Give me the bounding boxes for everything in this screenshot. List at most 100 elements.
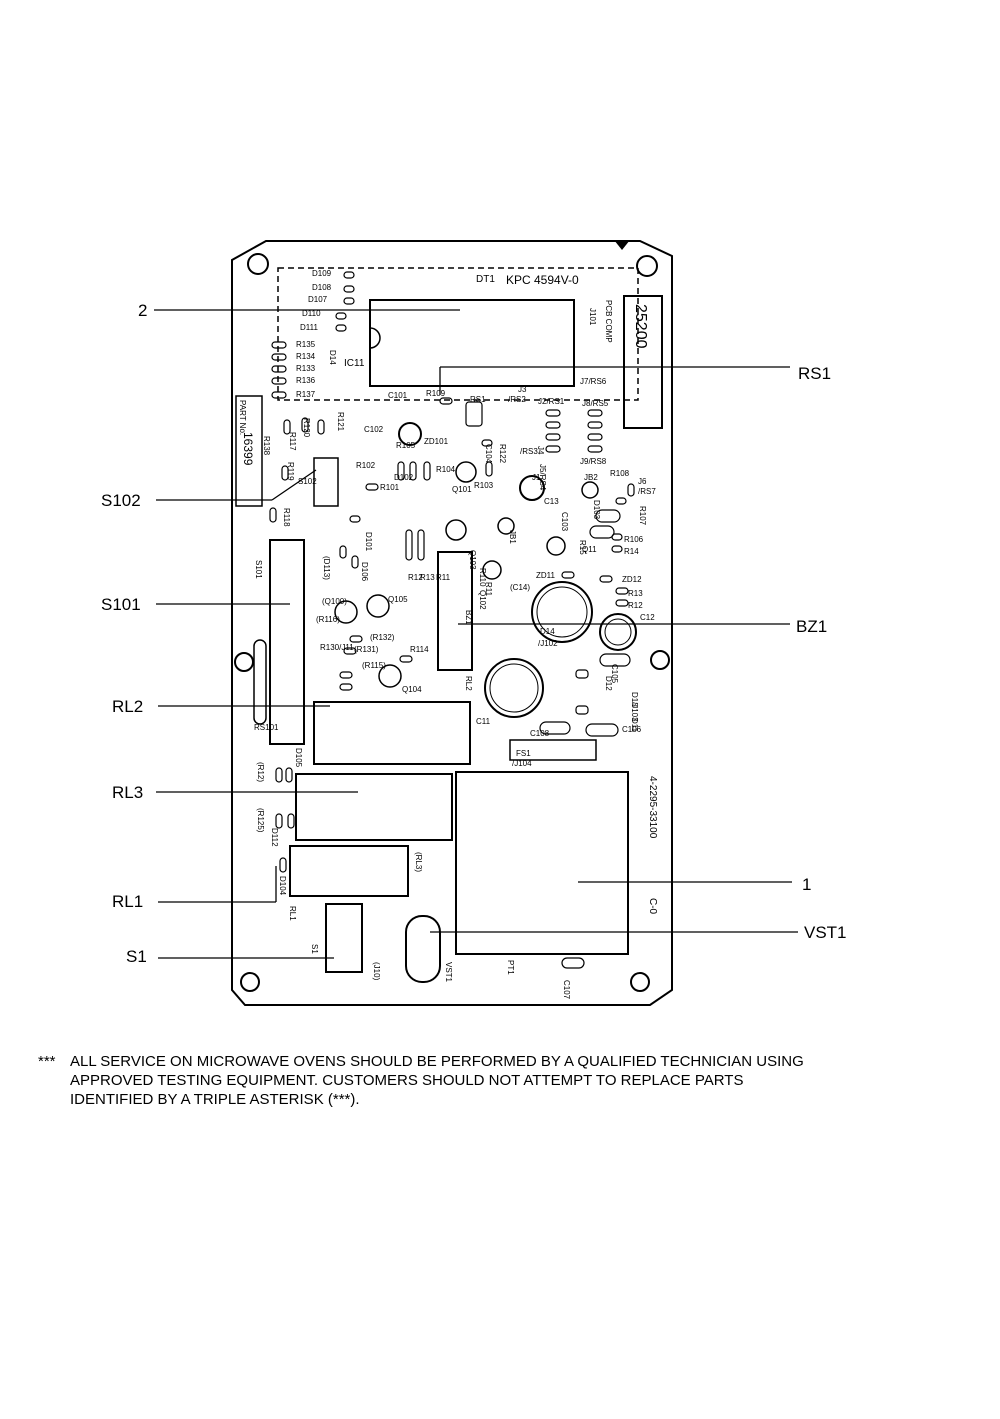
- component-designator: R102: [356, 461, 376, 470]
- rl1-relay: [289, 845, 409, 897]
- callout-rl1: RL1: [112, 892, 143, 911]
- component-designator: J9/RS8: [580, 457, 607, 466]
- component-designator: /J102: [538, 639, 558, 648]
- component-designator: D11: [630, 718, 639, 733]
- component-designator: D13: [630, 692, 639, 707]
- component-designator: R130/J11: [320, 643, 354, 652]
- component-designator: ZD11: [536, 571, 556, 580]
- component-designator: RL2: [464, 676, 473, 691]
- component-designator: R138: [262, 436, 271, 456]
- display-module: [369, 299, 575, 387]
- callout-s101: S101: [101, 595, 141, 614]
- component-designator: C11: [476, 717, 491, 726]
- component-designator: J8/RS5: [582, 399, 609, 408]
- component-designator: Q101: [452, 485, 472, 494]
- capacitor-c12: [604, 618, 632, 646]
- jumper-jb2: [581, 481, 599, 499]
- capacitor-c12: [599, 613, 637, 651]
- component-designator: R118: [282, 508, 291, 527]
- power-transformer: [455, 771, 629, 955]
- pcb-number-box: [623, 295, 663, 429]
- component-designator: C105: [610, 664, 619, 684]
- callout-s102: S102: [101, 491, 141, 510]
- component-designator: (R116): [316, 615, 340, 624]
- callout-s1: S1: [126, 947, 147, 966]
- callout-bz1: BZ1: [796, 617, 827, 636]
- component-designator: /RS7: [638, 487, 656, 496]
- component-designator: (J10): [372, 962, 381, 981]
- component-designator: R136: [296, 376, 316, 385]
- capacitor-c14: [531, 581, 593, 643]
- component-designator: J3: [518, 385, 527, 394]
- component-designator: J6: [638, 477, 647, 486]
- jumper-jb1: [497, 517, 515, 535]
- component-designator: JB2: [584, 473, 598, 482]
- s1-connector: [325, 903, 363, 973]
- callout-1: 1: [802, 875, 811, 894]
- component-designator: D104: [278, 876, 287, 896]
- component-designator: FS1: [516, 749, 531, 758]
- component-designator: Q103: [468, 550, 477, 570]
- component-designator: J1: [532, 473, 541, 482]
- component-designator: /J104: [512, 759, 532, 768]
- component-designator: Q102: [478, 590, 487, 610]
- mounting-hole: [630, 972, 650, 992]
- component-designator: R13: [628, 589, 643, 598]
- component-designator: R110: [478, 568, 487, 587]
- component-designator: D12: [604, 676, 613, 691]
- component-designator: PT1: [506, 960, 515, 975]
- component-designator: D108: [312, 283, 332, 292]
- board-outline: [231, 240, 673, 1006]
- component-designator: (R115): [362, 661, 386, 670]
- callout-rl2: RL2: [112, 697, 143, 716]
- component-designator: R105: [396, 441, 416, 450]
- component-designator: R103: [474, 481, 494, 490]
- transistor-q103: [445, 519, 467, 541]
- component-designator: R15: [578, 540, 587, 555]
- component-designator: (R125): [256, 808, 265, 833]
- callout-2: 2: [138, 301, 147, 320]
- component-designator: D14: [328, 350, 337, 365]
- j101-label: J101: [588, 308, 597, 326]
- ic-label: IC11: [344, 358, 365, 369]
- component-designator: Q105: [388, 595, 408, 604]
- component-designator: R12: [628, 601, 643, 610]
- component-designator: D101: [364, 532, 373, 552]
- board-dt-label: DT1: [476, 274, 495, 285]
- part-no-box: [235, 395, 263, 507]
- component-designator: D106: [360, 562, 369, 582]
- component-designator: RL1: [288, 906, 297, 921]
- component-designator: (R131): [354, 645, 379, 654]
- component-designator: R108: [610, 469, 630, 478]
- component-designator: D110: [302, 309, 321, 318]
- component-designator: Q104: [402, 685, 422, 694]
- component-designators: D109D108D107D110D111R135R134R133R136R137…: [254, 269, 656, 1000]
- component-designator: C103: [560, 512, 569, 532]
- component-designator: R114: [410, 645, 429, 654]
- component-designator: /RS2: [508, 395, 526, 404]
- orientation-marker: [614, 240, 630, 250]
- transistor-q100: [334, 600, 358, 624]
- ic-notch: [369, 327, 381, 349]
- component-designator: R14: [624, 547, 639, 556]
- component-designator: J5/RS4: [538, 464, 547, 491]
- bz1-buzzer: [437, 551, 473, 671]
- component-designator: R134: [296, 352, 316, 361]
- capacitor-c11: [484, 658, 544, 718]
- component-designator: (R12): [256, 762, 265, 782]
- capacitor-c14: [536, 586, 588, 638]
- component-designator: D14: [540, 627, 555, 636]
- component-designator: D107: [308, 295, 328, 304]
- board-code: 4-2295-33100: [647, 776, 658, 839]
- capacitor-c13: [519, 475, 545, 501]
- transistor-q102: [482, 560, 502, 580]
- component-designator: C101: [388, 391, 408, 400]
- component-designator: (D113): [322, 556, 331, 580]
- component-designator: RS101: [254, 723, 279, 732]
- component-designator: R11: [436, 573, 451, 582]
- component-designator: R12: [408, 573, 423, 582]
- component-designator: R104: [436, 465, 456, 474]
- component-designator: R122: [498, 444, 507, 464]
- mounting-hole: [240, 972, 260, 992]
- pcb-comp-label: PCB COMP: [604, 300, 613, 343]
